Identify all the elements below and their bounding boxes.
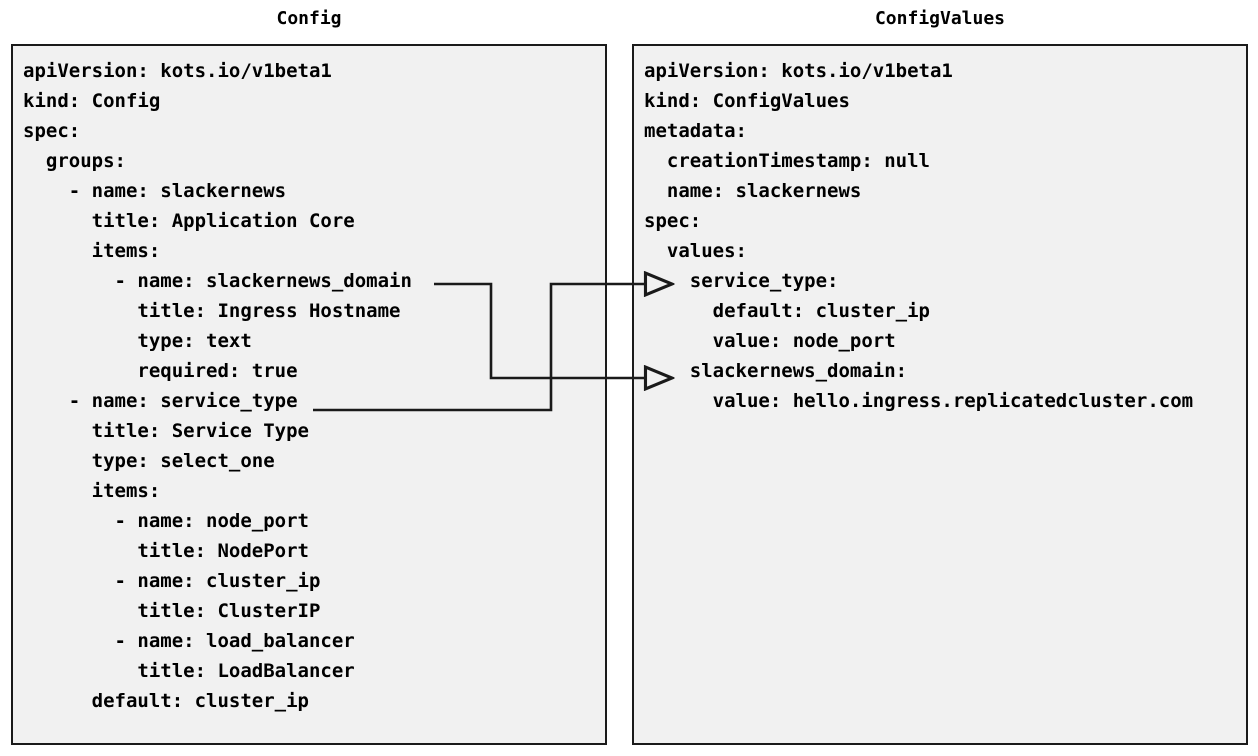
configvalues-yaml-line: slackernews_domain: [644, 360, 908, 382]
configvalues-yaml-line: values: [644, 240, 747, 262]
config-yaml-line: title: Application Core [23, 210, 355, 232]
config-yaml-line: title: NodePort [23, 540, 309, 562]
configvalues-yaml-line: service_type: [644, 270, 839, 292]
configvalues-yaml-line: value: hello.ingress.replicatedcluster.c… [644, 390, 1194, 412]
config-yaml-line: type: select_one [23, 450, 275, 472]
config-yaml-line: - name: node_port [23, 510, 309, 532]
config-yaml-line: default: cluster_ip [23, 690, 309, 712]
config-yaml-line: groups: [23, 150, 126, 172]
config-yaml-line: title: ClusterIP [23, 600, 321, 622]
configvalues-yaml-line: kind: ConfigValues [644, 90, 850, 112]
configvalues-panel-title: ConfigValues [874, 8, 1006, 29]
config-yaml-line: kind: Config [23, 90, 161, 112]
config-yaml-line: - name: load_balancer [23, 630, 355, 652]
config-yaml-line: title: Service Type [23, 420, 309, 442]
configvalues-yaml-line: name: slackernews [644, 180, 862, 202]
config-yaml-line: apiVersion: kots.io/v1beta1 [23, 60, 332, 82]
config-yaml-line: title: LoadBalancer [23, 660, 355, 682]
configvalues-yaml-line: creationTimestamp: null [644, 150, 930, 172]
configvalues-yaml-line: default: cluster_ip [644, 300, 930, 322]
configvalues-yaml-block: apiVersion: kots.io/v1beta1 kind: ConfigV… [644, 56, 1193, 416]
config-yaml-line: items: [23, 480, 161, 502]
config-panel: apiVersion: kots.io/v1beta1 kind: Config s… [11, 44, 607, 745]
config-yaml-line: - name: cluster_ip [23, 570, 321, 592]
config-yaml-line: spec: [23, 120, 81, 142]
config-yaml-line: - name: slackernews_domain [23, 270, 412, 292]
configvalues-yaml-line: value: node_port [644, 330, 896, 352]
configvalues-yaml-line: apiVersion: kots.io/v1beta1 [644, 60, 953, 82]
config-yaml-line: - name: service_type [23, 390, 298, 412]
config-yaml-block: apiVersion: kots.io/v1beta1 kind: Config s… [23, 56, 412, 716]
configvalues-panel: apiVersion: kots.io/v1beta1 kind: ConfigV… [632, 44, 1248, 745]
config-panel-title: Config [276, 8, 342, 29]
configvalues-yaml-line: metadata: [644, 120, 747, 142]
config-yaml-line: type: text [23, 330, 252, 352]
configvalues-yaml-line: spec: [644, 210, 702, 232]
config-yaml-line: required: true [23, 360, 298, 382]
config-yaml-line: items: [23, 240, 161, 262]
config-yaml-line: title: Ingress Hostname [23, 300, 401, 322]
config-yaml-line: - name: slackernews [23, 180, 287, 202]
